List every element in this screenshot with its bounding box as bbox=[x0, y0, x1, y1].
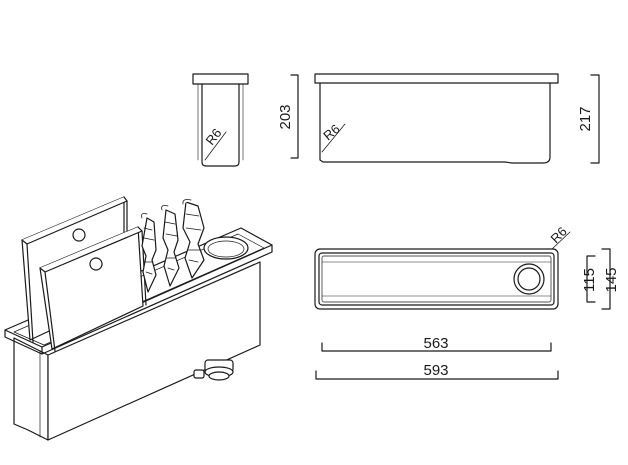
section-left-height-label: 203 bbox=[277, 104, 294, 129]
knife-1 bbox=[141, 213, 157, 293]
dimension-203: 203 bbox=[277, 74, 299, 159]
round-insert bbox=[203, 236, 249, 260]
dimension-115: 115 bbox=[581, 255, 598, 303]
drain-circle-outer bbox=[513, 263, 545, 295]
board-hole-front bbox=[89, 257, 103, 271]
knife-2 bbox=[161, 205, 180, 287]
dimension-217: 217 bbox=[577, 74, 600, 164]
top-view-outer-height-label: 145 bbox=[603, 267, 620, 292]
section-right-radius-label: R6 bbox=[320, 121, 342, 143]
section-view-left: R6 bbox=[192, 73, 249, 167]
drain-circle-inner bbox=[517, 267, 541, 291]
isometric-view bbox=[4, 196, 273, 441]
section-right-height-label: 217 bbox=[577, 106, 594, 131]
dimension-593: 593 bbox=[315, 362, 559, 380]
top-view-inner-height-label: 115 bbox=[581, 268, 598, 292]
section-left-radius-label: R6 bbox=[203, 126, 225, 148]
top-view-radius-label: R6 bbox=[548, 224, 570, 246]
dimension-563: 563 bbox=[321, 335, 552, 352]
top-view-inner-width-label: 563 bbox=[423, 335, 448, 352]
dimension-145: 145 bbox=[601, 248, 620, 310]
board-hole-back bbox=[72, 228, 86, 242]
top-view-outer-width-label: 593 bbox=[423, 362, 448, 379]
knife-3 bbox=[182, 199, 205, 279]
drain-outlet bbox=[193, 359, 234, 381]
section-view-right: R6 bbox=[314, 73, 559, 164]
top-view: R6 bbox=[314, 224, 571, 310]
